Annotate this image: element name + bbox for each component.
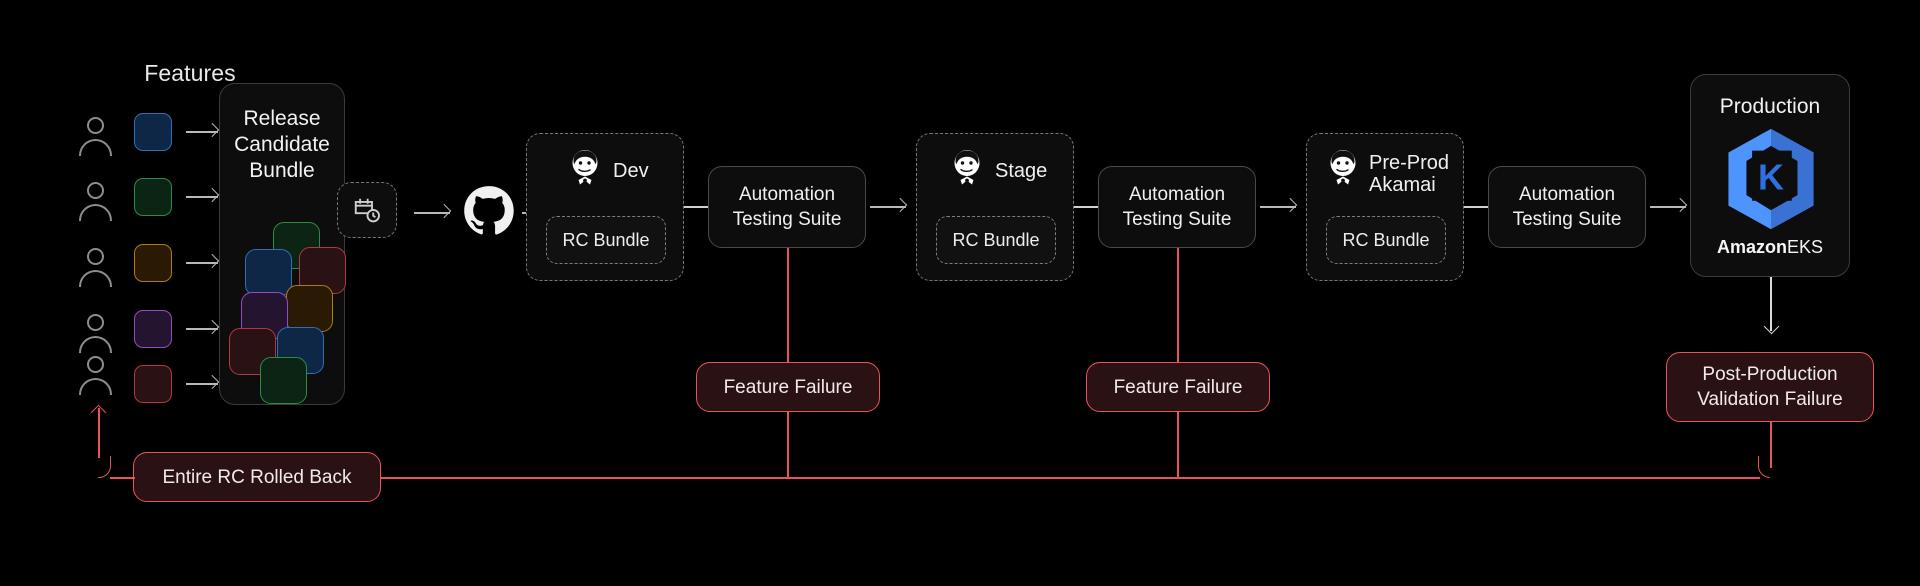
env-pre-prod-artifact[interactable]: RC Bundle: [1326, 216, 1446, 264]
failure-1-label: Feature Failure: [723, 376, 853, 398]
production-node[interactable]: Production K AmazonEKS: [1690, 74, 1850, 277]
github-icon: [464, 186, 514, 235]
user-body: [79, 336, 112, 353]
svg-text:K: K: [1758, 156, 1784, 197]
rollback-arrow-to-features: [98, 408, 100, 458]
connector-dev-to-ats1: [684, 206, 708, 208]
rollback-bus: [380, 477, 1760, 479]
ats2-line-1: Automation: [1128, 184, 1226, 205]
connector-failure1-to-rollback: [787, 412, 789, 478]
jenkins-icon: [1328, 150, 1356, 185]
feature-chip-5[interactable]: [134, 365, 172, 403]
ats3-line-2: Testing Suite: [1512, 209, 1622, 230]
user-body: [79, 204, 112, 221]
user-body: [79, 378, 112, 395]
env-stage-artifact[interactable]: RC Bundle: [936, 216, 1056, 264]
connector-ats1-to-failure1: [787, 248, 789, 362]
eks-caption: AmazonEKS: [1691, 237, 1849, 258]
feature-arrow-1: [186, 125, 218, 139]
feature-arrow-4: [186, 322, 218, 336]
ats3-line-1: Automation: [1518, 184, 1616, 205]
user-head: [87, 182, 104, 199]
jenkins-icon: [952, 150, 980, 185]
arrow-ats2-to-preprod: [1260, 200, 1296, 214]
rollback-corner-left: [98, 456, 111, 478]
feature-chip-1[interactable]: [134, 113, 172, 151]
connector-failure3-to-rollback: [1770, 422, 1772, 468]
ats1-line-2: Testing Suite: [732, 209, 842, 230]
connector-ats2-to-failure2: [1177, 248, 1179, 362]
user-icon: [76, 248, 114, 294]
rc-stack-chip-forest: [260, 357, 307, 404]
connector-stage-to-ats2: [1074, 206, 1098, 208]
env-dev[interactable]: Dev RC Bundle: [526, 133, 684, 281]
user-body: [79, 270, 112, 287]
arrow-scheduler-to-scm: [414, 206, 450, 220]
release-candidate-bundle[interactable]: Release Candidate Bundle: [219, 83, 346, 405]
features-label: Features: [144, 60, 236, 86]
user-icon: [76, 182, 114, 228]
feature-chip-4[interactable]: [134, 310, 172, 348]
rollback-label: Entire RC Rolled Back: [162, 466, 352, 488]
connector-preprod-to-ats3: [1464, 206, 1488, 208]
jenkins-icon: [570, 150, 598, 185]
user-head: [87, 117, 104, 134]
failure-3-line-2: Validation Failure: [1697, 389, 1843, 410]
amazon-eks-icon: K: [1728, 128, 1814, 230]
feature-chip-3[interactable]: [134, 244, 172, 282]
env-dev-label: Dev: [613, 160, 649, 182]
feature-arrow-3: [186, 256, 218, 270]
user-head: [87, 248, 104, 265]
user-icon: [76, 356, 114, 402]
rollback-box[interactable]: Entire RC Rolled Back: [133, 452, 381, 502]
ats1-line-1: Automation: [738, 184, 836, 205]
env-dev-artifact[interactable]: RC Bundle: [546, 216, 666, 264]
failure-box-2[interactable]: Feature Failure: [1086, 362, 1270, 412]
failure-box-3[interactable]: Post-Production Validation Failure: [1666, 352, 1874, 422]
rc-stack-chip-blue: [245, 249, 292, 296]
failure-box-1[interactable]: Feature Failure: [696, 362, 880, 412]
eks-caption-rest: EKS: [1786, 237, 1824, 257]
automation-testing-suite-3[interactable]: Automation Testing Suite: [1488, 166, 1646, 248]
user-head: [87, 356, 104, 373]
rollback-corner-right: [1758, 456, 1770, 478]
automation-testing-suite-2[interactable]: Automation Testing Suite: [1098, 166, 1256, 248]
user-body: [79, 139, 112, 156]
calendar-clock-icon: [354, 198, 380, 223]
feature-chip-2[interactable]: [134, 178, 172, 216]
env-pre-prod-label-line-1: Pre-Prod: [1369, 152, 1450, 174]
scheduler-box[interactable]: [337, 182, 397, 238]
rc-bundle-title-line-1: Release: [243, 107, 321, 130]
env-stage-label: Stage: [995, 160, 1048, 182]
env-pre-prod[interactable]: Pre-Prod Akamai RC Bundle: [1306, 133, 1464, 281]
arrow-production-to-postprod-failure: [1770, 277, 1772, 331]
user-head: [87, 314, 104, 331]
env-stage[interactable]: Stage RC Bundle: [916, 133, 1074, 281]
automation-testing-suite-1[interactable]: Automation Testing Suite: [708, 166, 866, 248]
eks-caption-bold: Amazon: [1716, 237, 1787, 257]
arrow-ats1-to-stage: [870, 200, 906, 214]
user-icon: [76, 117, 114, 163]
feature-arrow-2: [186, 190, 218, 204]
rc-bundle-title-line-3: Bundle: [249, 159, 315, 182]
feature-arrow-5: [186, 377, 218, 391]
connector-failure2-to-rollback: [1177, 412, 1179, 478]
user-icon: [76, 314, 114, 360]
arrow-ats3-to-production: [1650, 200, 1686, 214]
ats2-line-2: Testing Suite: [1122, 209, 1232, 230]
rc-stack-chip-amber: [286, 285, 333, 332]
production-title: Production: [1719, 95, 1821, 118]
rollback-left-segment: [110, 477, 135, 479]
failure-2-label: Feature Failure: [1113, 376, 1243, 398]
rc-bundle-title-line-2: Candidate: [234, 133, 330, 156]
github-node[interactable]: [462, 185, 516, 239]
failure-3-line-1: Post-Production: [1702, 364, 1838, 385]
env-pre-prod-label-line-2: Akamai: [1369, 174, 1436, 196]
